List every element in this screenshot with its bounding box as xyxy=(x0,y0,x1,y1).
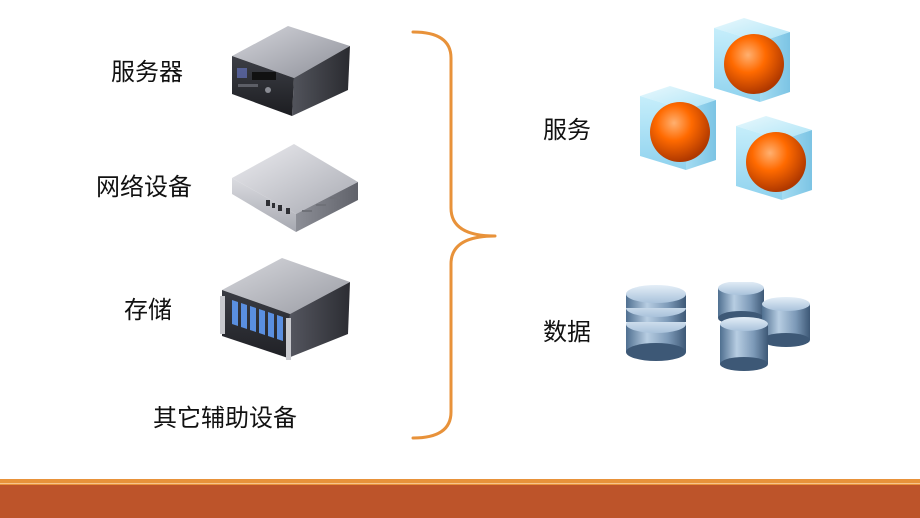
database-cylinders-icon xyxy=(626,282,810,371)
service-cubes-icon xyxy=(640,18,812,200)
network-switch-icon xyxy=(232,144,358,232)
data-label: 数据 xyxy=(543,318,591,346)
footer-band xyxy=(0,479,920,518)
curly-brace-icon xyxy=(411,30,497,440)
database-cluster xyxy=(718,282,810,371)
service-label: 服务 xyxy=(543,116,591,144)
server-rack-icon xyxy=(232,26,350,116)
footer-inner-band xyxy=(0,485,920,518)
storage-array-icon xyxy=(220,258,350,360)
other-equipment-label: 其它辅助设备 xyxy=(153,404,297,432)
server-label: 服务器 xyxy=(111,58,183,86)
network-device-label: 网络设备 xyxy=(96,173,192,201)
storage-label: 存储 xyxy=(124,296,172,324)
footer-highlight-line xyxy=(0,483,920,484)
database-stack-large xyxy=(626,285,686,361)
